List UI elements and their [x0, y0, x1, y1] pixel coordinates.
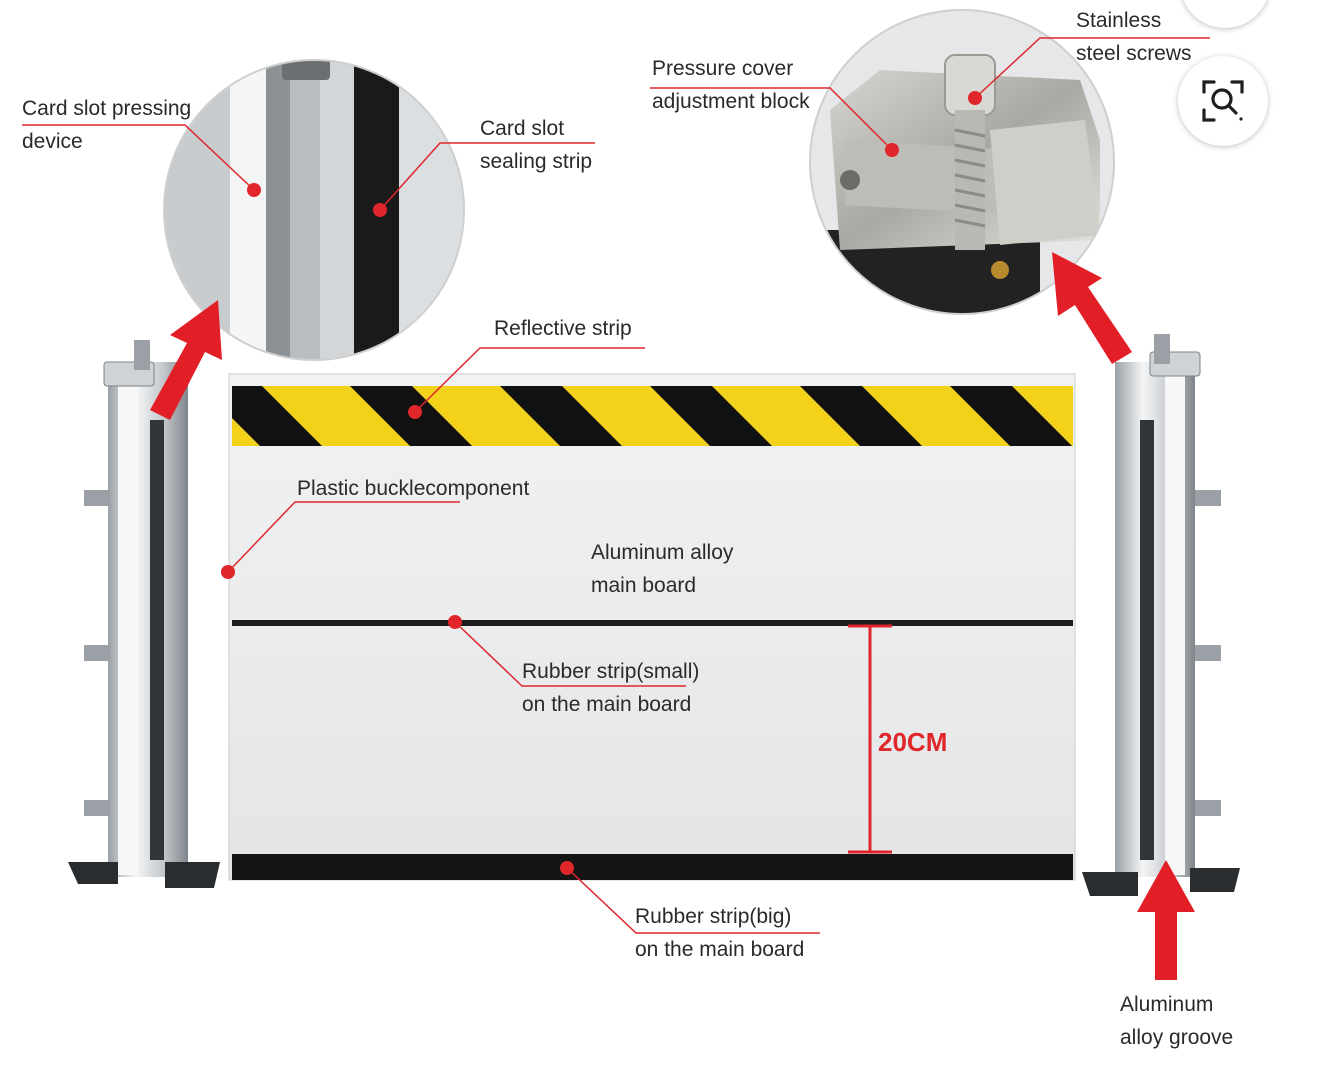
dot-plastic-buckle [221, 565, 235, 579]
label-reflective-strip: Reflective strip [494, 317, 632, 340]
label-rubber-strip-small: Rubber strip(small) on the main board [522, 660, 700, 716]
height-dimension-marker [848, 624, 892, 854]
leader-dots [221, 91, 982, 875]
visual-search-icon [1202, 80, 1244, 122]
arrow-to-left-circle [150, 300, 222, 420]
arrow-to-right-circle [1052, 252, 1132, 364]
hazard-stripe [950, 386, 1072, 446]
dot-rubber-big [560, 861, 574, 875]
dot-card-slot-pressing [247, 183, 261, 197]
label-plastic-buckle-component: Plastic bucklecomponent [297, 477, 530, 500]
dot-reflective-strip [408, 405, 422, 419]
dimension-label-20cm: 20CM [878, 727, 948, 757]
dot-stainless-screws [968, 91, 982, 105]
label-aluminum-alloy-main-board: Aluminum alloy main board [591, 541, 734, 597]
label-card-slot-pressing-device: Card slot pressing device [22, 97, 192, 153]
dot-pressure-cover [885, 143, 899, 157]
zoom-circle-pressure-cover [809, 9, 1115, 315]
visual-search-button[interactable] [1178, 56, 1268, 146]
hazard-stripe [500, 386, 622, 446]
dot-card-slot-sealing [373, 203, 387, 217]
left-aluminum-groove [68, 340, 220, 888]
hazard-stripe [650, 386, 772, 446]
main-board [228, 373, 1076, 881]
reflective-strip [232, 386, 1073, 446]
hazard-stripe [800, 386, 922, 446]
label-pressure-cover-adjustment-block: Pressure cover adjustment block [652, 57, 810, 113]
arrow-to-right-groove [1137, 860, 1195, 980]
label-rubber-strip-big: Rubber strip(big) on the main board [635, 905, 805, 961]
label-card-slot-sealing-strip: Card slot sealing strip [480, 117, 593, 173]
dot-rubber-small [448, 615, 462, 629]
label-aluminum-alloy-groove: Aluminum alloy groove [1120, 993, 1234, 1049]
right-aluminum-groove [1082, 334, 1240, 896]
label-stainless-steel-screws: Stainless steel screws [1076, 9, 1192, 65]
hazard-stripe [232, 386, 322, 446]
leader-lines [22, 37, 1210, 934]
